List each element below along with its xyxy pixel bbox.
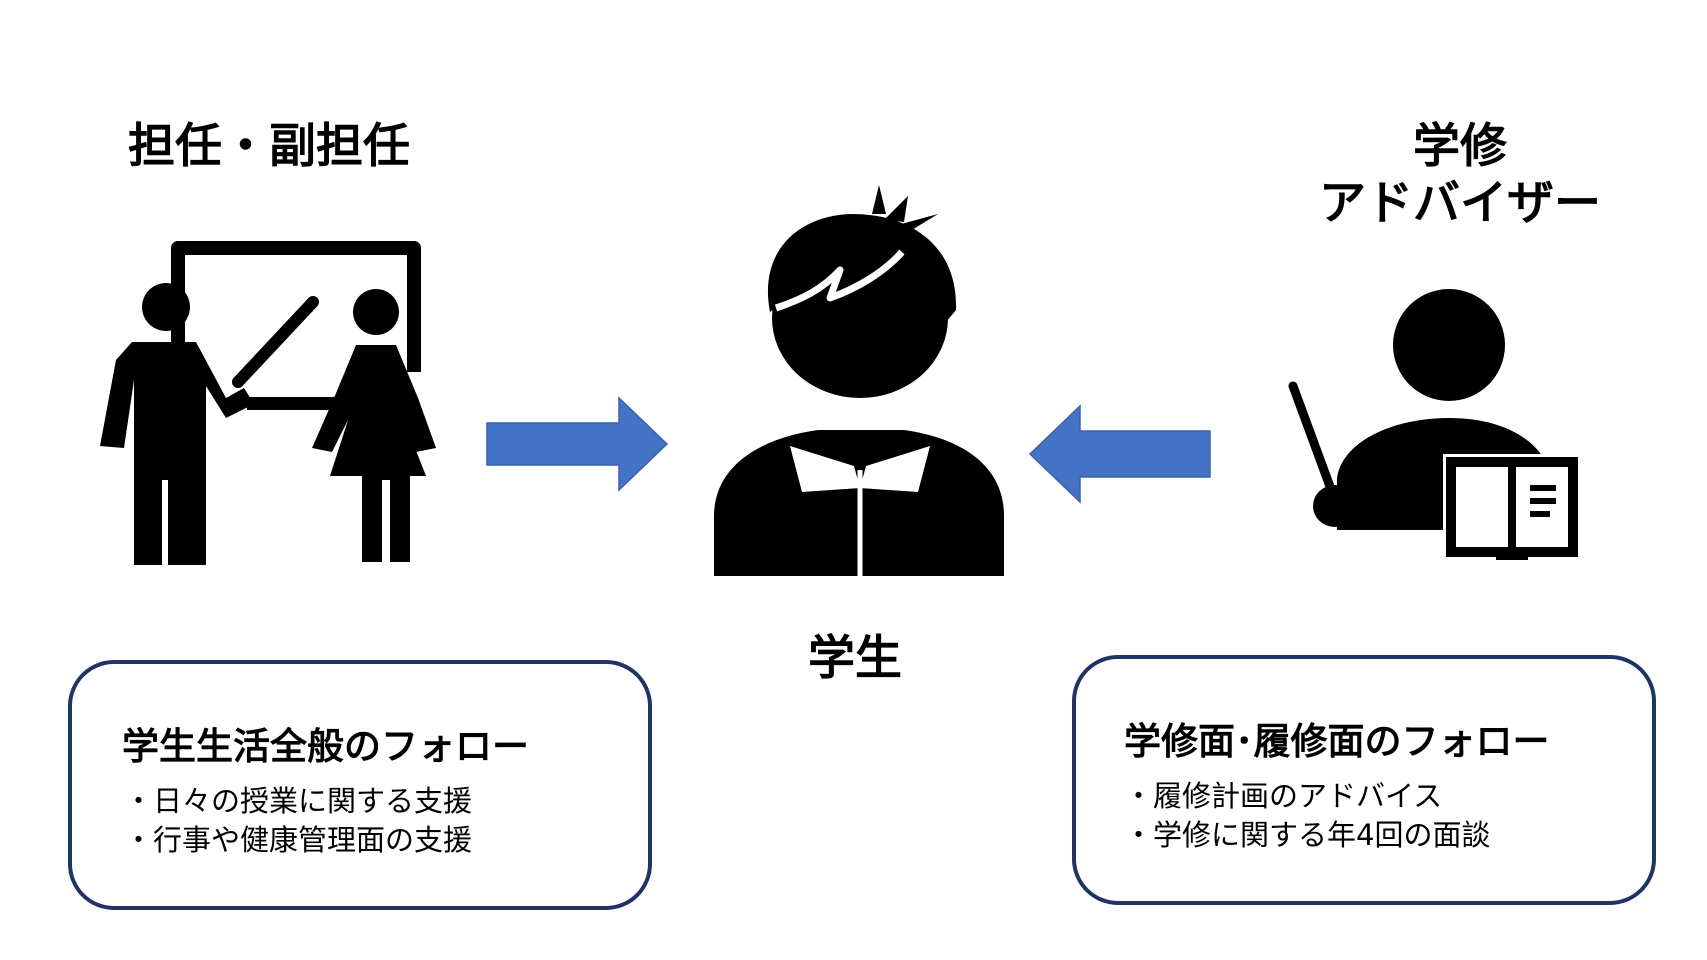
arrow-right-icon (486, 396, 669, 492)
list-item: ・履修計画のアドバイス (1124, 779, 1443, 813)
card-homeroom-support: 学生生活全般のフォロー ・日々の授業に関する支援 ・行事や健康管理面の支援 (68, 660, 652, 910)
support-list: ・履修計画のアドバイス ・学修に関する年4回の面談 (1124, 777, 1490, 855)
title-study-advisor: 学修 アドバイザー (1290, 118, 1630, 233)
arrow-left-icon (1028, 404, 1211, 504)
advisor-icon (1288, 289, 1579, 560)
list-item: ・行事や健康管理面の支援 (124, 823, 473, 857)
title-study-advisor-line-2: アドバイザー (1319, 176, 1601, 232)
list-item: ・日々の授業に関する支援 (124, 784, 473, 818)
list-item: ・学修に関する年4回の面談 (1124, 818, 1491, 852)
title-student: 学生 (808, 631, 902, 686)
support-list: ・日々の授業に関する支援 ・行事や健康管理面の支援 (124, 782, 472, 860)
teacher-pair-icon (100, 241, 436, 565)
title-study-advisor-line-1: 学修 (1413, 119, 1507, 174)
card-heading: 学修面･履修面のフォロー (1124, 720, 1550, 763)
card-heading: 学生生活全般のフォロー (122, 725, 529, 768)
card-advisor-support: 学修面･履修面のフォロー ・履修計画のアドバイス ・学修に関する年4回の面談 (1072, 655, 1656, 905)
title-homeroom-teachers: 担任・副担任 (128, 119, 410, 174)
student-icon (714, 185, 1004, 578)
